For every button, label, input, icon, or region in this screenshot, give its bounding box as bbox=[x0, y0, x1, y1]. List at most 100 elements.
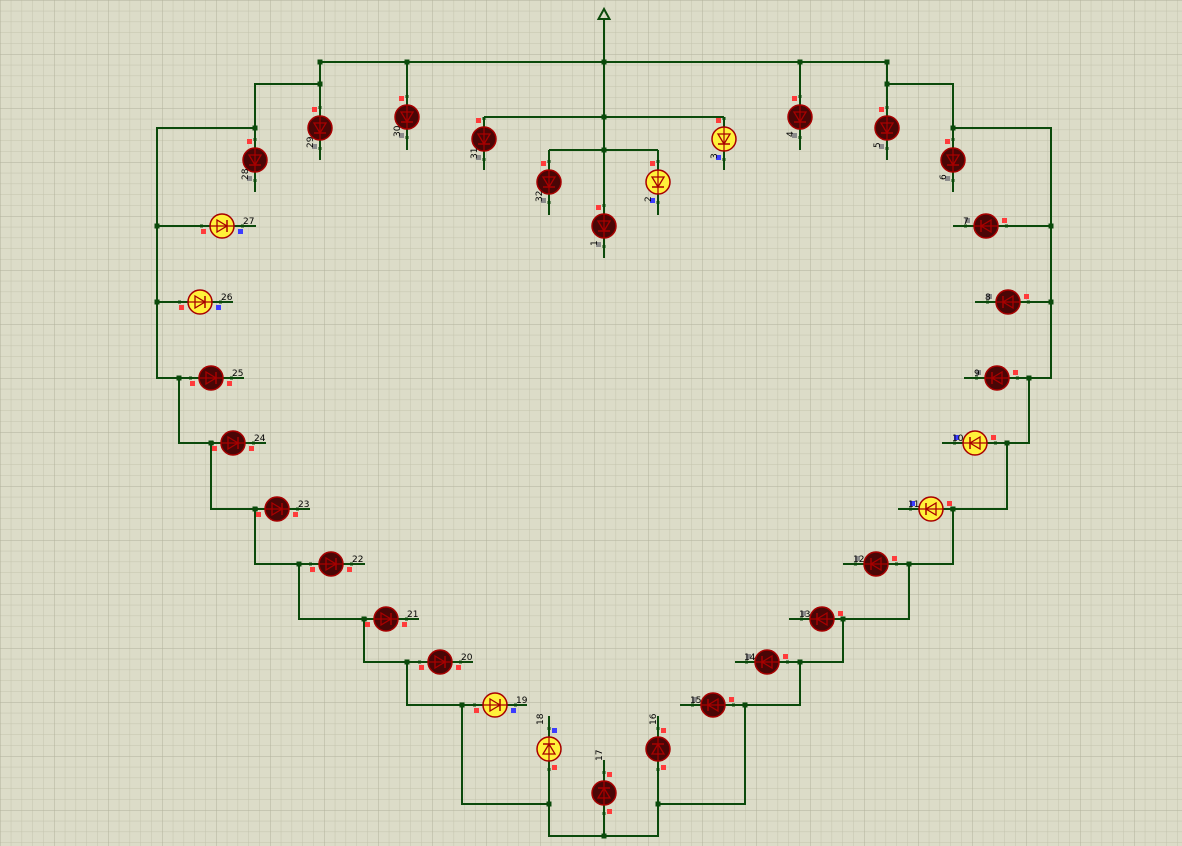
wire[interactable] bbox=[461, 705, 549, 805]
led[interactable]: 5 bbox=[873, 106, 900, 150]
led[interactable]: 29 bbox=[306, 106, 333, 150]
led[interactable]: 14 bbox=[744, 649, 789, 675]
pin-state-anode bbox=[419, 665, 424, 670]
junction-dot bbox=[296, 561, 302, 567]
pin-state-cathode bbox=[247, 176, 252, 181]
led[interactable]: 2 bbox=[644, 160, 671, 204]
pin-state-cathode bbox=[399, 133, 404, 138]
led[interactable]: 27 bbox=[200, 213, 254, 239]
junction-dot bbox=[950, 125, 956, 131]
led[interactable]: 16 bbox=[645, 713, 671, 771]
diode-symbol-icon bbox=[199, 370, 223, 386]
junction-dot bbox=[154, 223, 160, 229]
pin-state-anode bbox=[945, 139, 950, 144]
led-body bbox=[471, 117, 497, 161]
led[interactable]: 18 bbox=[536, 713, 562, 771]
pin-state-cathode bbox=[801, 611, 806, 616]
led[interactable]: 26 bbox=[178, 289, 233, 315]
pin-state-cathode bbox=[312, 144, 317, 149]
led[interactable]: 28 bbox=[241, 138, 268, 182]
led[interactable]: 1 bbox=[590, 204, 617, 248]
led[interactable]: 3 bbox=[710, 117, 737, 161]
led[interactable]: 19 bbox=[473, 692, 528, 718]
pin-state-anode bbox=[476, 118, 481, 123]
led-body bbox=[745, 649, 789, 675]
led[interactable]: 10 bbox=[952, 430, 997, 456]
led[interactable]: 4 bbox=[786, 95, 813, 139]
led-body bbox=[200, 213, 244, 239]
led-body bbox=[645, 727, 671, 771]
power-terminal-arrow-icon bbox=[596, 6, 612, 20]
pin-state-anode bbox=[792, 96, 797, 101]
pin-state-anode bbox=[552, 765, 557, 770]
led-body bbox=[242, 138, 268, 182]
led-body bbox=[645, 160, 671, 204]
diode-symbol-icon bbox=[919, 501, 943, 517]
pin-state-anode bbox=[650, 161, 655, 166]
led-label: 13 bbox=[799, 610, 810, 620]
led-label: 23 bbox=[298, 500, 309, 510]
junction-dot bbox=[176, 375, 182, 381]
led[interactable]: 23 bbox=[255, 496, 309, 522]
led[interactable]: 24 bbox=[211, 430, 266, 456]
junction-dot bbox=[906, 561, 912, 567]
led-label: 9 bbox=[974, 369, 980, 379]
led[interactable]: 11 bbox=[908, 496, 953, 522]
pin-state-anode bbox=[541, 161, 546, 166]
led[interactable]: 12 bbox=[853, 551, 898, 577]
diode-symbol-icon bbox=[319, 556, 343, 572]
led-body bbox=[854, 551, 898, 577]
led[interactable]: 31 bbox=[470, 117, 497, 161]
diode-symbol-icon bbox=[265, 501, 289, 517]
led-body bbox=[591, 771, 617, 815]
led[interactable]: 9 bbox=[974, 365, 1019, 391]
led[interactable]: 22 bbox=[309, 551, 363, 577]
pin-state-cathode bbox=[456, 665, 461, 670]
led[interactable]: 17 bbox=[591, 750, 617, 815]
junction-dot bbox=[601, 147, 607, 153]
diode-symbol-icon bbox=[596, 781, 612, 805]
pin-state-cathode bbox=[987, 294, 992, 299]
pin-state-cathode bbox=[293, 512, 298, 517]
led-body bbox=[874, 106, 900, 150]
led-label: 4 bbox=[786, 131, 796, 137]
led-label: 15 bbox=[690, 696, 701, 706]
diode-symbol-icon bbox=[879, 116, 895, 140]
pin-state-anode bbox=[1013, 370, 1018, 375]
junction-dot bbox=[1048, 299, 1054, 305]
pin-state-anode bbox=[365, 622, 370, 627]
led[interactable]: 13 bbox=[799, 606, 844, 632]
led[interactable]: 32 bbox=[535, 160, 562, 204]
led[interactable]: 8 bbox=[985, 289, 1030, 315]
led[interactable]: 15 bbox=[690, 692, 735, 718]
led-body bbox=[178, 289, 222, 315]
led-array[interactable]: 1234567891011121314151617181920212223242… bbox=[178, 95, 1030, 815]
pin-state-cathode bbox=[596, 242, 601, 247]
led-body bbox=[940, 138, 966, 182]
led-body bbox=[975, 365, 1019, 391]
diode-symbol-icon bbox=[188, 294, 212, 310]
junction-dot bbox=[317, 59, 323, 65]
led-label: 25 bbox=[232, 369, 243, 379]
led[interactable]: 21 bbox=[364, 606, 418, 632]
pin-state-anode bbox=[838, 611, 843, 616]
led-label: 16 bbox=[649, 713, 659, 725]
led[interactable]: 6 bbox=[939, 138, 966, 182]
junction-dot bbox=[459, 702, 465, 708]
junction-dot bbox=[601, 833, 607, 839]
led[interactable]: 20 bbox=[418, 649, 473, 675]
led[interactable]: 25 bbox=[189, 365, 243, 391]
led-label: 22 bbox=[352, 555, 363, 565]
power-terminal[interactable] bbox=[596, 6, 612, 20]
pin-state-anode bbox=[201, 229, 206, 234]
led[interactable]: 30 bbox=[393, 95, 420, 139]
junction-dot bbox=[884, 81, 890, 87]
junction-dot bbox=[404, 659, 410, 665]
led-body bbox=[800, 606, 844, 632]
wire[interactable] bbox=[658, 705, 746, 805]
pin-state-anode bbox=[399, 96, 404, 101]
led[interactable]: 7 bbox=[963, 213, 1008, 239]
led-body bbox=[691, 692, 735, 718]
pin-state-cathode bbox=[954, 435, 959, 440]
